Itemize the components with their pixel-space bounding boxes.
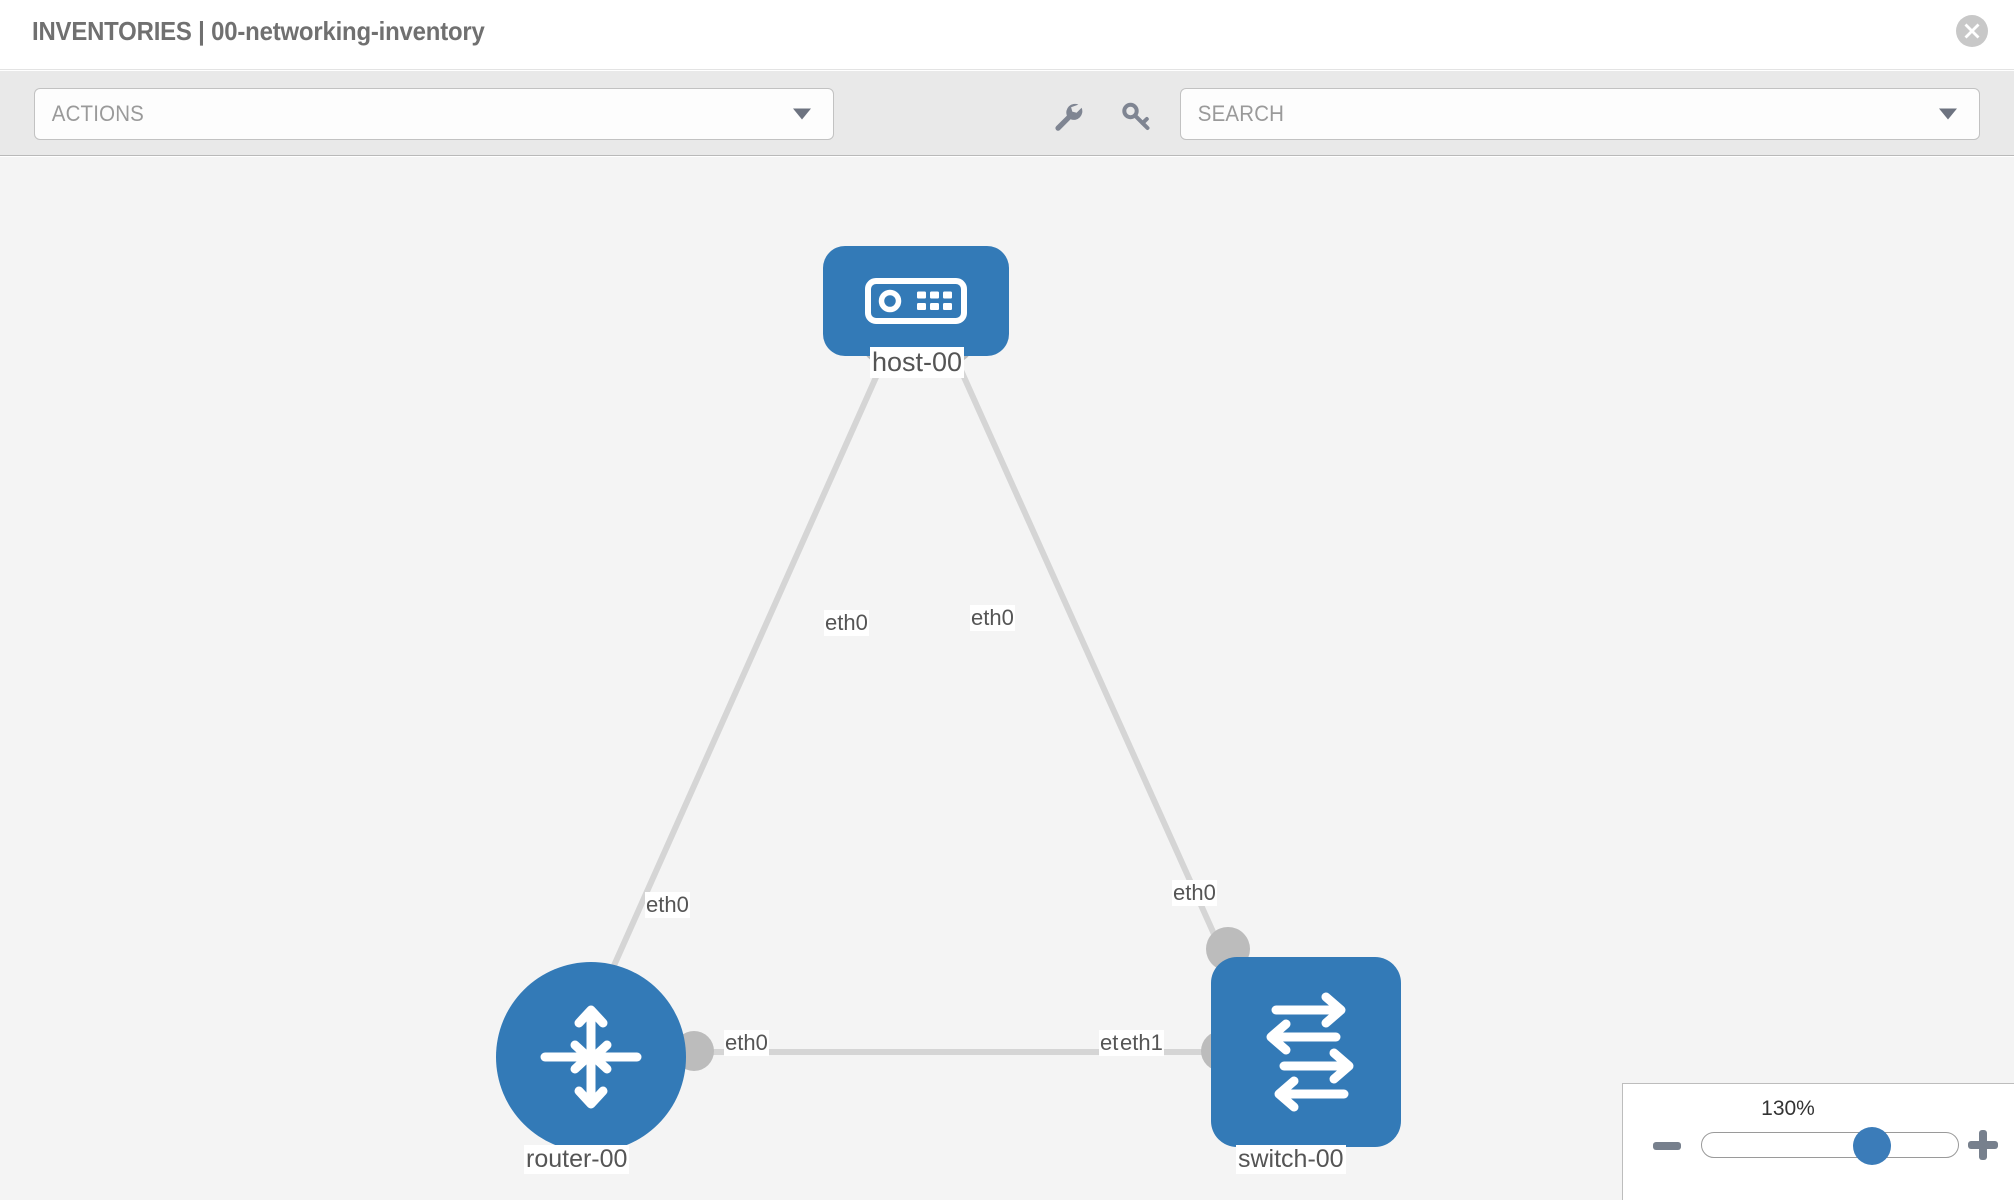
- server-icon: [865, 278, 967, 324]
- wrench-icon[interactable]: [1050, 99, 1084, 133]
- topology-graph: host-00: [0, 157, 2014, 1200]
- title-bar: INVENTORIES | 00-networking-inventory: [0, 0, 2014, 70]
- search-placeholder: SEARCH: [1197, 101, 1285, 126]
- zoom-level-value: 130%: [1761, 1097, 1815, 1120]
- close-icon[interactable]: [1956, 15, 1988, 47]
- switch-node-shape[interactable]: [1211, 957, 1401, 1147]
- close-x-glyph: [1964, 23, 1980, 39]
- wrench-glyph: [1055, 103, 1083, 131]
- node-host-00[interactable]: [823, 246, 1009, 356]
- port-label-switch-up: eth0: [1172, 880, 1217, 906]
- zoom-in-button[interactable]: [1968, 1130, 1998, 1160]
- node-label-switch-00: switch-00: [1236, 1145, 1346, 1174]
- page-title: INVENTORIES | 00-networking-inventory: [32, 16, 485, 46]
- router-icon: [540, 1005, 642, 1109]
- actions-dropdown-label: ACTIONS: [51, 101, 144, 126]
- toolbar: ACTIONS SEARCH: [0, 71, 2014, 156]
- topology-canvas[interactable]: host-00: [0, 157, 2014, 1200]
- zoom-slider-thumb[interactable]: [1853, 1127, 1892, 1165]
- router-node-shape[interactable]: [496, 962, 686, 1152]
- switch-icon: [1266, 992, 1354, 1112]
- port-label-host-right: eth0: [970, 605, 1015, 631]
- search-input[interactable]: SEARCH: [1180, 88, 1980, 140]
- port-label-host-left: eth0: [824, 610, 869, 636]
- host-node-shape[interactable]: [823, 246, 1009, 356]
- zoom-slider[interactable]: [1701, 1127, 1959, 1165]
- port-label-switch-left: eth1: [1119, 1030, 1164, 1056]
- key-glyph: [1122, 102, 1150, 130]
- zoom-out-button[interactable]: [1653, 1142, 1681, 1150]
- key-icon[interactable]: [1118, 99, 1152, 133]
- chevron-down-icon: [793, 108, 811, 120]
- port-label-router-up: eth0: [645, 892, 690, 918]
- edge-host-router: [597, 354, 888, 1000]
- node-label-router-00: router-00: [524, 1145, 630, 1174]
- chevron-down-icon: [1939, 108, 1957, 120]
- actions-dropdown[interactable]: ACTIONS: [34, 88, 834, 140]
- node-switch-00[interactable]: [1211, 957, 1401, 1147]
- node-label-host-00: host-00: [870, 347, 965, 378]
- port-label-router-right: eth0: [724, 1030, 769, 1056]
- node-router-00[interactable]: [496, 962, 686, 1152]
- zoom-control-panel: 130%: [1622, 1083, 2014, 1200]
